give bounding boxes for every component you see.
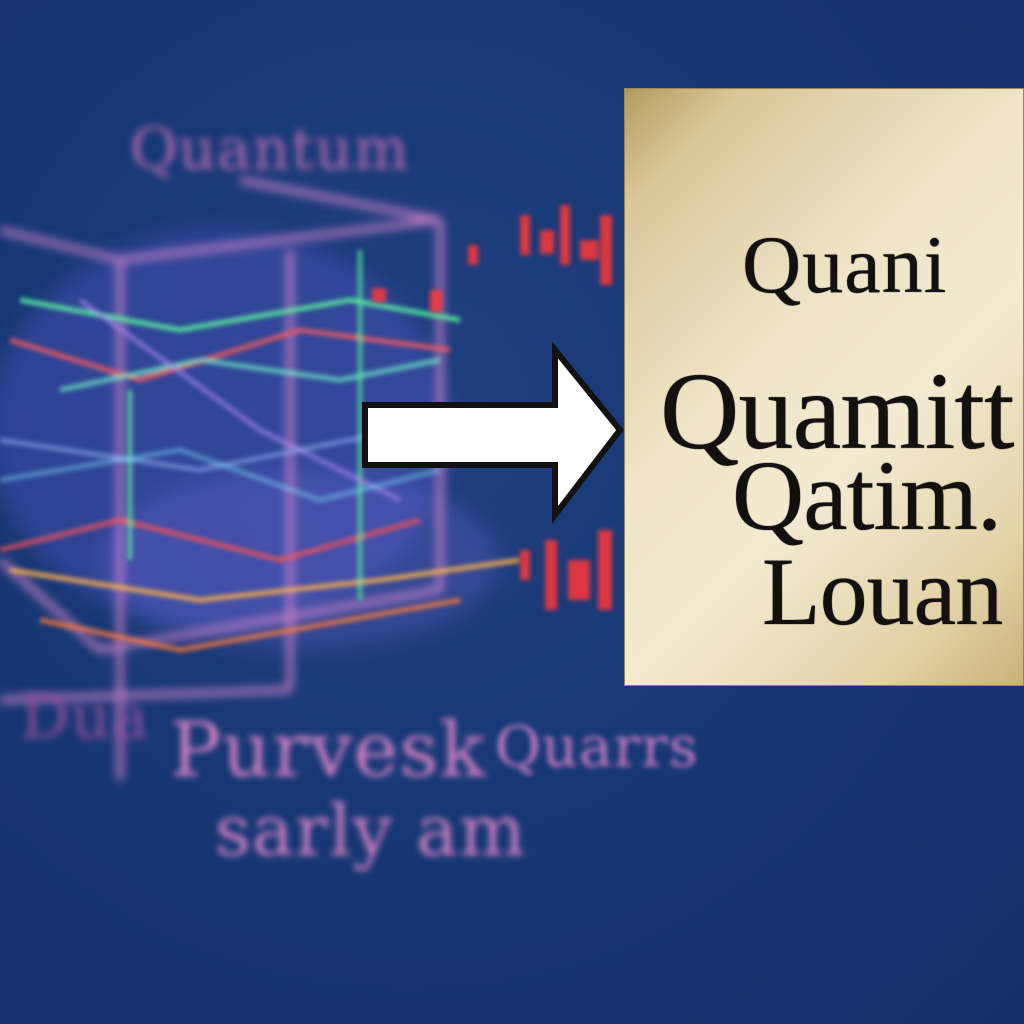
blurred-label: Quarrs	[495, 715, 699, 780]
card-line: Quani	[742, 219, 948, 310]
blurred-label: sarly am	[215, 790, 527, 872]
blurred-label: Purvesk	[170, 705, 487, 794]
text-card: Quani Quamitt Qatim. Louan	[624, 88, 1024, 686]
blurred-label: Dua	[20, 680, 150, 753]
right-arrow-icon	[362, 341, 624, 524]
card-line: Quamitt	[660, 350, 1015, 472]
card-line: Qatim.	[732, 440, 1002, 551]
blurred-label: Quantum	[130, 115, 410, 183]
card-line: Louan	[762, 538, 1003, 645]
